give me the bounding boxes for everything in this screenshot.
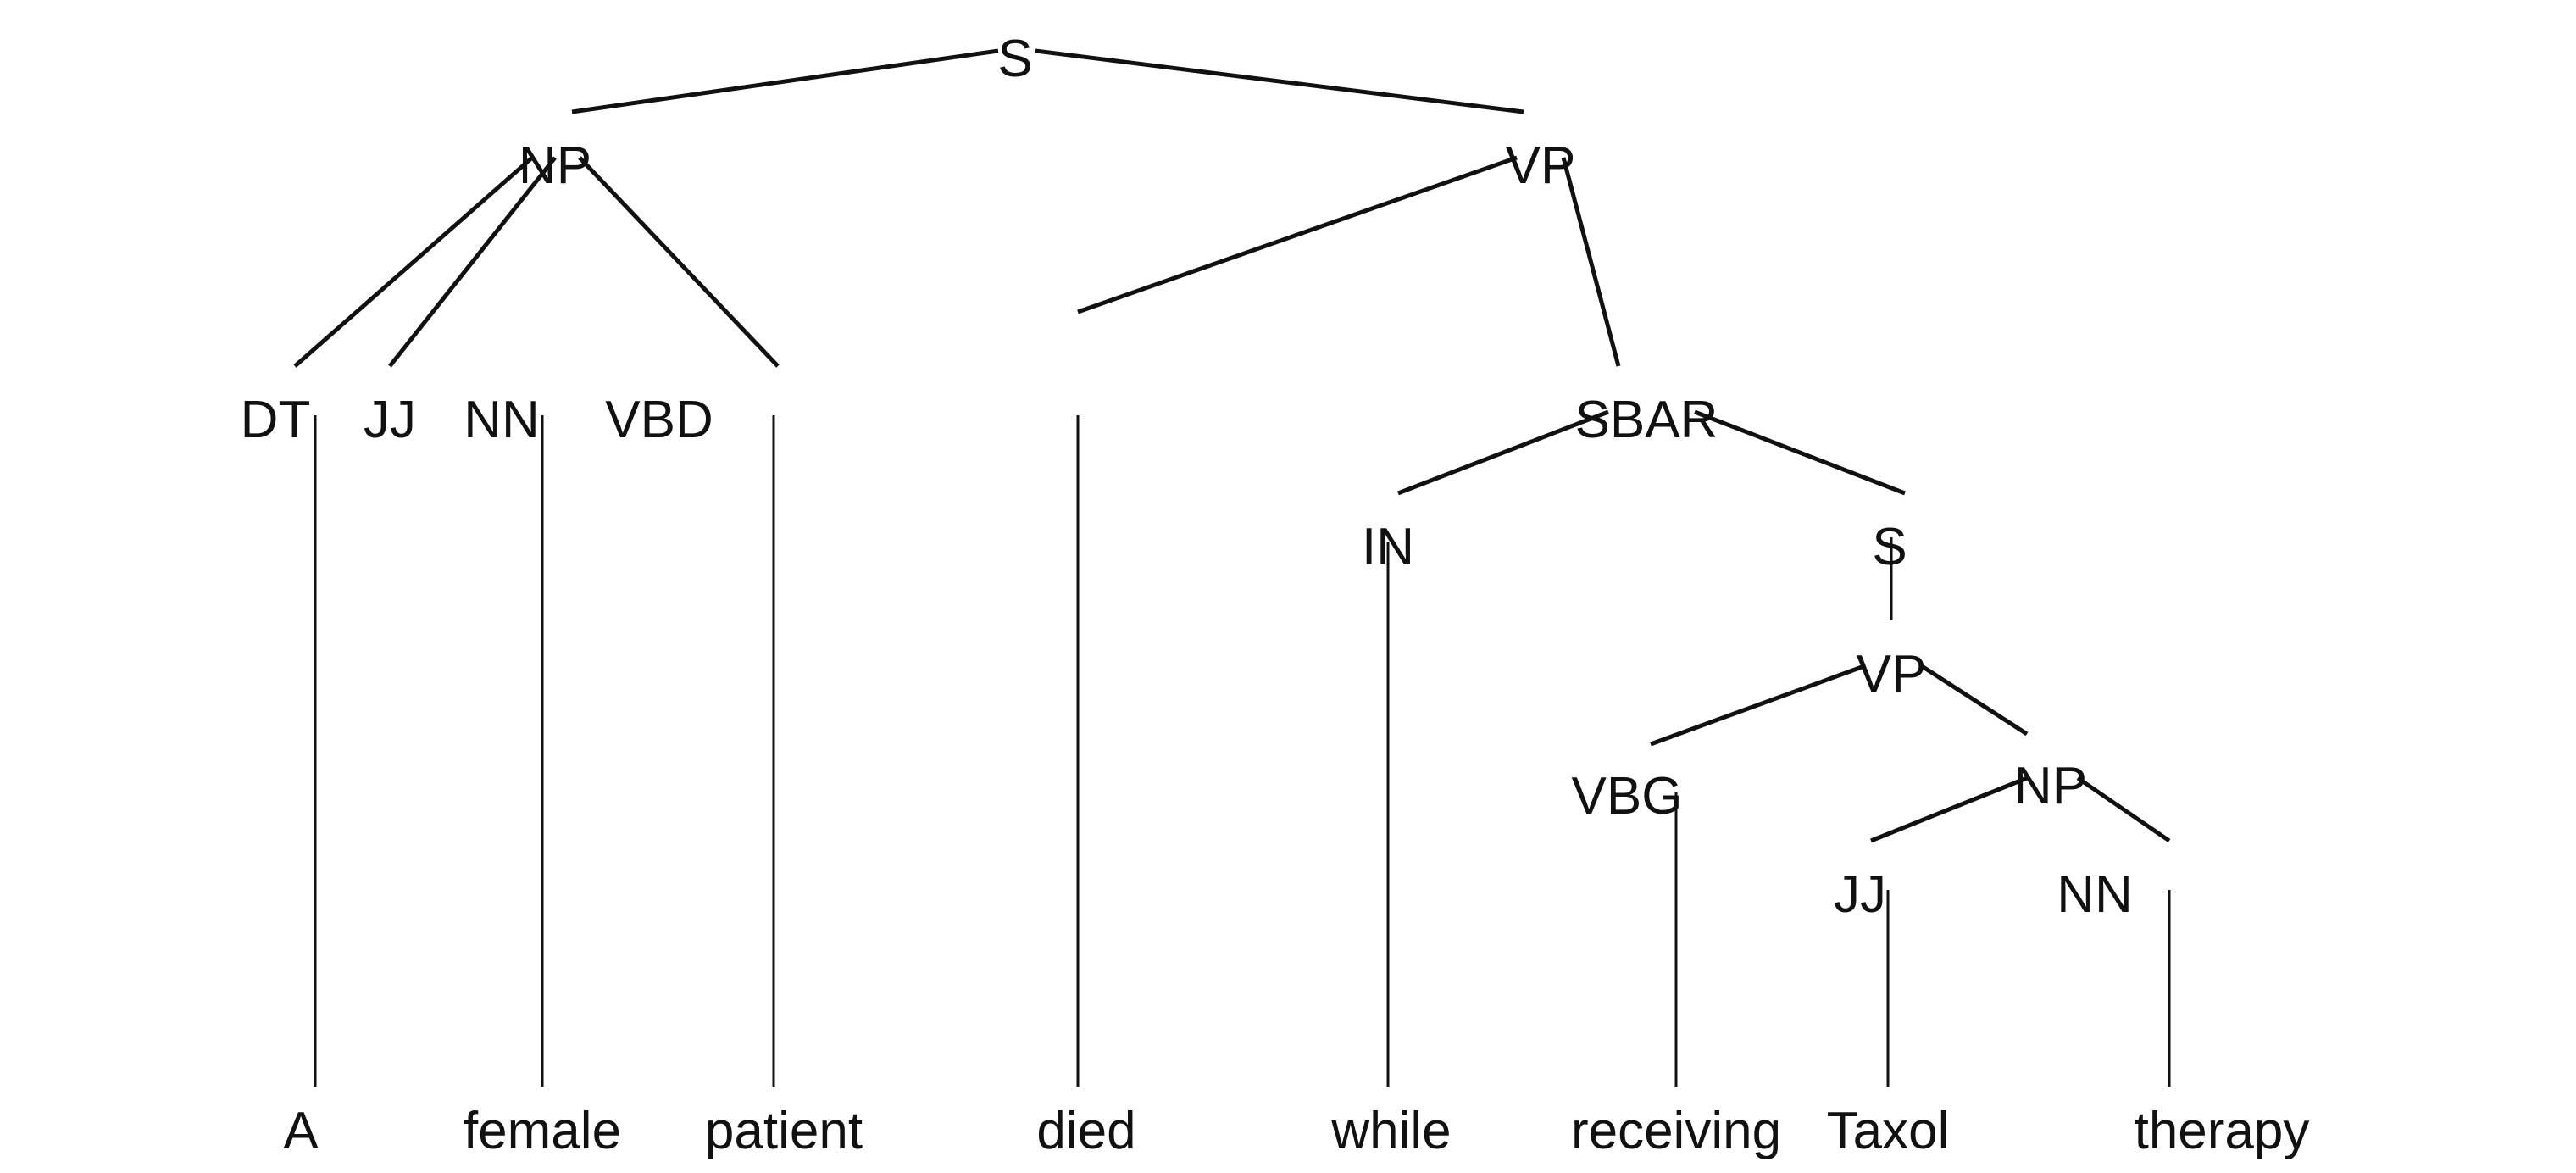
tree-leaf-died: died bbox=[1036, 1102, 1135, 1160]
tree-node-s-s1: S bbox=[1872, 518, 1907, 576]
tree-leaf-patient: patient bbox=[705, 1102, 863, 1160]
tree-edge-NP1-NN1 bbox=[578, 156, 780, 368]
tree-node-np-np1: NP bbox=[519, 136, 591, 195]
tree-node-jj-jj1: JJ bbox=[364, 391, 416, 449]
tree-node-in-in1: IN bbox=[1362, 518, 1414, 576]
tree-node-s-s0: S bbox=[997, 30, 1032, 88]
tree-node-vp-vp2: VP bbox=[1857, 645, 1927, 703]
tree-edge-S0-NP1 bbox=[571, 48, 999, 114]
tree-node-dt-dt1: DT bbox=[241, 391, 311, 449]
tree-leaf-while: while bbox=[1330, 1102, 1451, 1160]
tree-edge-NP1-DT1 bbox=[293, 156, 534, 368]
tree-node-nn-nn1: NN bbox=[464, 391, 540, 449]
tree-edge-VP2-VBG1 bbox=[1650, 664, 1865, 747]
tree-edge-SBAR1-S1 bbox=[1694, 409, 1906, 496]
tree-node-vp-vp1: VP bbox=[1506, 136, 1576, 195]
tree-edge-VP1-SBAR1 bbox=[1561, 157, 1621, 367]
tree-edge-VP1-VBD1 bbox=[1077, 155, 1518, 314]
tree-edge-VP2-NP2 bbox=[1920, 664, 2029, 737]
tree-leaf-receiving: receiving bbox=[1571, 1102, 1781, 1160]
tree-leaf-a: A bbox=[283, 1102, 319, 1160]
tree-node-vbd-vbd1: VBD bbox=[605, 391, 713, 449]
tree-edge-NP1-JJ1 bbox=[388, 156, 557, 368]
tree-node-np-np2: NP bbox=[2014, 757, 2087, 815]
tree-edge-SBAR1-IN1 bbox=[1397, 409, 1609, 496]
tree-edge-S0-VP1 bbox=[1035, 48, 1524, 114]
tree-edge-NP2-NN2 bbox=[2076, 776, 2171, 843]
tree-leaf-therapy: therapy bbox=[2135, 1102, 2310, 1160]
tree-node-nn-nn2: NN bbox=[2057, 865, 2133, 924]
tree-node-sbar-sbar1: SBAR bbox=[1575, 391, 1718, 449]
tree-edge-NP2-JJ2 bbox=[1870, 776, 2028, 843]
tree-node-vbg-vbg1: VBG bbox=[1572, 767, 1683, 826]
tree-leaf-taxol: Taxol bbox=[1827, 1102, 1950, 1160]
tree-node-jj-jj2: JJ bbox=[1834, 865, 1886, 924]
node-layer: S NP VP DT JJ NN VBD SBAR IN S VP VBG NP JJ NN bbox=[241, 30, 2133, 924]
edge-layer bbox=[293, 48, 2171, 1087]
tree-leaf-female: female bbox=[464, 1102, 621, 1160]
